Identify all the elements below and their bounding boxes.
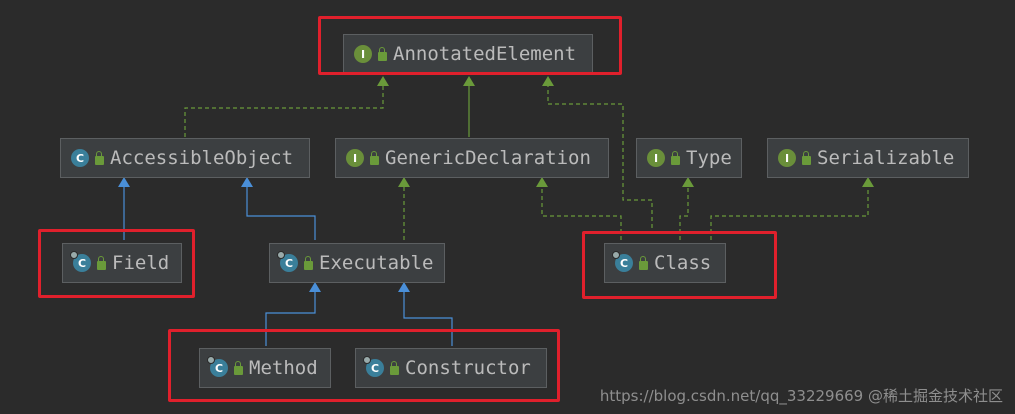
- node-label: Type: [686, 147, 732, 169]
- node-field[interactable]: C Field: [62, 243, 182, 283]
- node-label: Field: [112, 252, 170, 274]
- node-label: Class: [654, 252, 712, 274]
- node-type[interactable]: I Type: [636, 138, 742, 178]
- node-constructor[interactable]: C Constructor: [355, 348, 547, 388]
- highlight-annotatedelement: [318, 16, 622, 75]
- node-executable[interactable]: C Executable: [269, 243, 445, 283]
- public-lock-icon: [95, 150, 104, 165]
- executable-extends-accessibleobject: [241, 177, 316, 240]
- node-label: AccessibleObject: [110, 147, 294, 169]
- node-annotatedelement[interactable]: I AnnotatedElement: [343, 34, 593, 74]
- final-class-icon: C: [363, 356, 384, 377]
- accessibleobject-implements-annotatedelement: [184, 76, 389, 137]
- node-accessibleobject[interactable]: C AccessibleObject: [60, 138, 310, 178]
- node-method[interactable]: C Method: [199, 348, 331, 388]
- final-class-icon: C: [70, 251, 91, 272]
- public-lock-icon: [370, 150, 379, 165]
- node-class[interactable]: C Class: [604, 243, 726, 283]
- node-label: GenericDeclaration: [385, 147, 591, 169]
- highlight-class: [582, 231, 777, 299]
- interface-icon: I: [346, 149, 364, 167]
- constructor-extends-executable: [398, 282, 453, 346]
- public-lock-icon: [378, 46, 387, 61]
- class-icon: C: [71, 149, 89, 167]
- class-implements-type: [679, 177, 694, 240]
- final-class-icon: C: [612, 251, 633, 272]
- public-lock-icon: [234, 360, 243, 375]
- highlight-field: [38, 229, 195, 298]
- node-label: Executable: [319, 252, 434, 274]
- public-lock-icon: [390, 360, 399, 375]
- final-class-icon: C: [207, 356, 228, 377]
- public-lock-icon: [304, 255, 313, 270]
- abstract-class-icon: C: [277, 251, 298, 272]
- class-implements-genericdeclaration: [536, 177, 622, 240]
- node-genericdeclaration[interactable]: I GenericDeclaration: [335, 138, 609, 178]
- interface-icon: I: [778, 149, 796, 167]
- watermark: https://blog.csdn.net/qq_33229669 @稀土掘金技…: [599, 387, 1003, 405]
- node-label: Constructor: [405, 357, 531, 379]
- node-serializable[interactable]: I Serializable: [767, 138, 969, 178]
- interface-icon: I: [354, 45, 372, 63]
- public-lock-icon: [802, 150, 811, 165]
- node-label: Method: [249, 357, 318, 379]
- public-lock-icon: [671, 150, 680, 165]
- class-implements-annotatedelement: [542, 76, 653, 228]
- interface-icon: I: [647, 149, 665, 167]
- public-lock-icon: [639, 255, 648, 270]
- node-label: Serializable: [817, 147, 955, 169]
- highlight-method-constructor: [168, 329, 560, 402]
- node-label: AnnotatedElement: [393, 43, 577, 65]
- public-lock-icon: [97, 255, 106, 270]
